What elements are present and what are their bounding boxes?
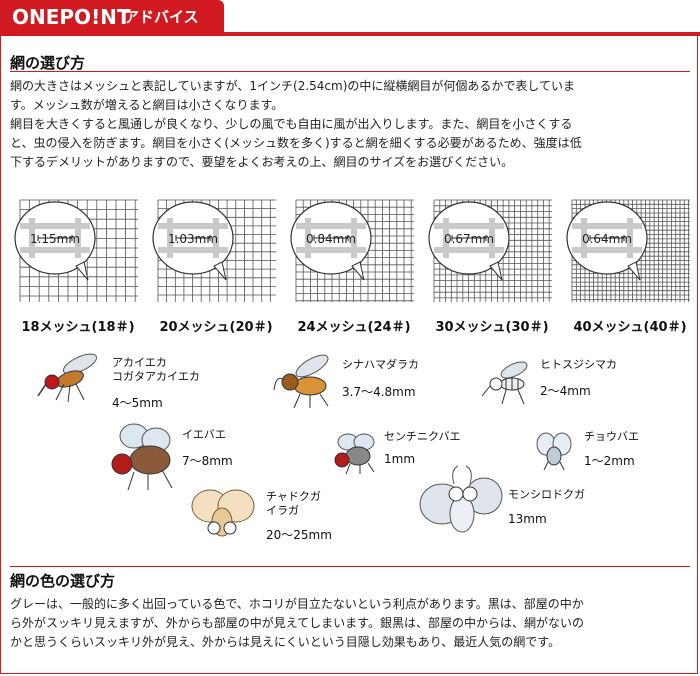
mesh-desc-line: 下するデメリットがありますので、要望をよくお考えの上、網目のサイズをお選びくださ… bbox=[10, 155, 514, 169]
mesh-label: 30メッシュ(30＃) bbox=[435, 320, 549, 335]
color-section-title: 網の色の選び方 bbox=[10, 572, 116, 590]
mesh-grid-icon bbox=[566, 199, 690, 302]
insect-size: 20〜25mm bbox=[266, 528, 332, 542]
insect-name: モンシロドクガ bbox=[508, 488, 585, 501]
mesh-desc-line: 網目を大きくすると風通しが良くなり、少しの風でも自由に風が出入りします。また、網… bbox=[10, 117, 573, 131]
mesh-description: 網の大きさはメッシュと表記していますが、1インチ(2.54cm)の中に縦横網目が… bbox=[10, 77, 694, 172]
insect-name: チャドクガイラガ bbox=[266, 490, 321, 517]
color-description: グレーは、一般的に多く出回っている色で、ホコリが目立たないという利点があります。… bbox=[10, 595, 694, 652]
moth-fly-icon bbox=[536, 432, 572, 470]
mosquito-icon bbox=[37, 353, 98, 403]
color-desc-line: かと思うくらいスッキリ外が見え、外からは見えにくいという目隠し効果もあり、最近人… bbox=[10, 635, 561, 649]
mesh-sample-20: 1.03mm bbox=[152, 196, 282, 306]
insect-name: ヒトスジシマカ bbox=[540, 358, 617, 371]
color-desc-line: ら外がスッキリ見えますが、外からも部屋の中が見えてしまいます。銀黒は、部屋の中か… bbox=[10, 616, 584, 630]
mesh-label: 18メッシュ(18＃) bbox=[21, 320, 135, 335]
header-subtitle: アドバイス bbox=[124, 8, 199, 26]
insect-size: 4〜5mm bbox=[112, 396, 163, 410]
mesh-label: 24メッシュ(24＃) bbox=[297, 320, 411, 335]
mesh-size-value: 1.03mm bbox=[167, 232, 219, 246]
mesh-grid-icon bbox=[14, 199, 138, 302]
color-section-divider bbox=[10, 566, 690, 567]
insect-name: センチニクバエ bbox=[384, 430, 461, 443]
header-band bbox=[0, 0, 224, 34]
insect-name: イエバエ bbox=[182, 428, 226, 441]
mesh-sample-40: 0.64mm bbox=[566, 196, 696, 306]
white-moth-icon bbox=[419, 465, 503, 533]
tussock-moth-icon bbox=[191, 489, 255, 537]
mesh-grid-icon bbox=[428, 199, 552, 302]
mesh-size-value: 0.84mm bbox=[305, 232, 357, 246]
insect-size: 2〜4mm bbox=[540, 384, 591, 398]
mesh-sample-18: 1.15mm bbox=[14, 196, 144, 306]
insect-size: 1mm bbox=[384, 452, 416, 466]
insect-name: シナハマダラカ bbox=[342, 358, 419, 371]
mesh-section-title: 網の選び方 bbox=[10, 54, 86, 72]
mesh-sample-24: 0.84mm bbox=[290, 196, 420, 306]
header-rule bbox=[0, 32, 700, 36]
mesh-label: 40メッシュ(40＃) bbox=[573, 320, 687, 335]
mesh-label: 20メッシュ(20＃) bbox=[159, 320, 273, 335]
insect-size: 7〜8mm bbox=[182, 454, 233, 468]
mesh-sample-30: 0.67mm bbox=[428, 196, 558, 306]
flesh-fly-icon bbox=[334, 433, 375, 474]
mesh-grid-icon bbox=[152, 199, 276, 302]
insect-size: 1〜2mm bbox=[584, 454, 635, 468]
insect-size: 3.7〜4.8mm bbox=[342, 385, 416, 399]
housefly-icon bbox=[111, 423, 173, 491]
mesh-grid-icon bbox=[290, 199, 414, 302]
mesh-desc-line: す。メッシュ数が増えると網目は小さくなります。 bbox=[10, 98, 284, 112]
color-desc-line: グレーは、一般的に多く出回っている色で、ホコリが目立たないという利点があります。… bbox=[10, 597, 584, 611]
mesh-section-divider bbox=[10, 71, 690, 72]
brand-logo: ONEPO!NT bbox=[12, 5, 131, 29]
tiger-mosquito-icon bbox=[481, 361, 528, 405]
header-banner: ONEPO!NT アドバイス bbox=[0, 0, 700, 36]
anopheles-icon bbox=[273, 354, 329, 409]
content-frame bbox=[0, 36, 698, 674]
mesh-size-value: 0.67mm bbox=[443, 232, 495, 246]
mesh-size-value: 1.15mm bbox=[29, 232, 81, 246]
insect-name: チョウバエ bbox=[584, 430, 639, 443]
insect-size: 13mm bbox=[508, 512, 547, 526]
mesh-desc-line: 網の大きさはメッシュと表記していますが、1インチ(2.54cm)の中に縦横網目が… bbox=[10, 79, 576, 93]
insect-name: アカイエカコガタアカイエカ bbox=[112, 356, 200, 383]
mesh-size-value: 0.64mm bbox=[581, 232, 633, 246]
mesh-desc-line: と、虫の侵入を防ぎます。網目を小さく(メッシュ数を多く)すると網を細くする必要が… bbox=[10, 136, 582, 150]
